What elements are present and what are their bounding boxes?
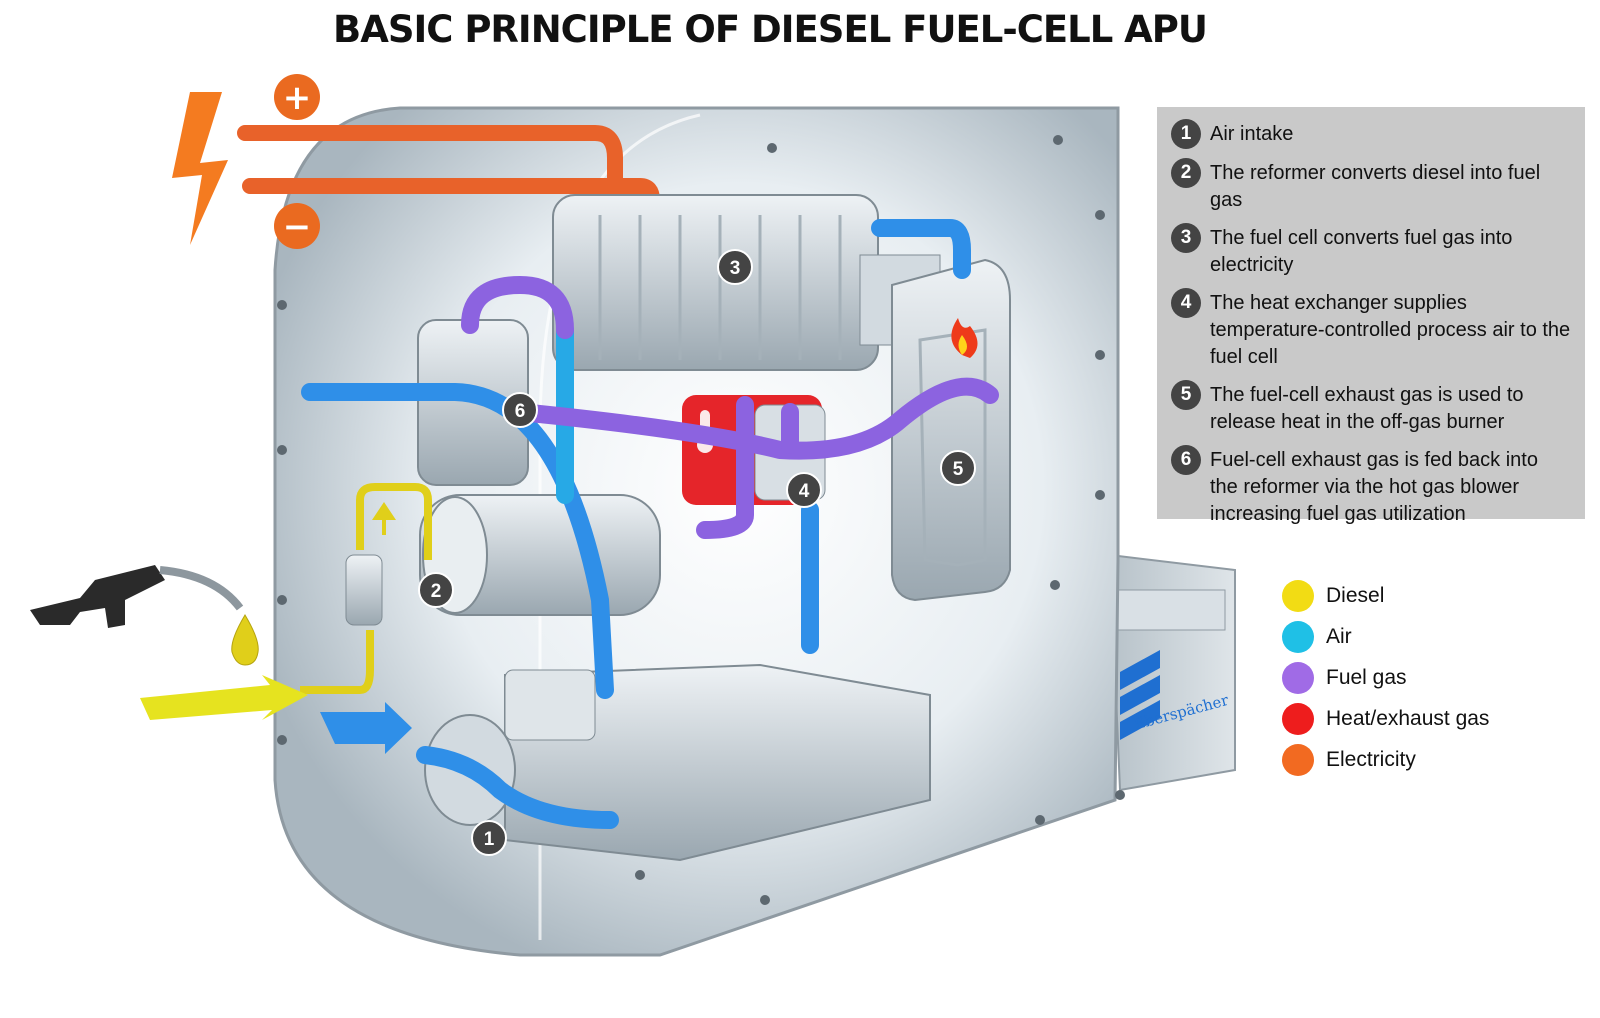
fuel-gas-pipes xyxy=(461,275,999,539)
legend-item: Diesel xyxy=(1282,575,1489,616)
legend-label: Air xyxy=(1326,624,1352,648)
step-description: The fuel cell converts fuel gas into ele… xyxy=(1210,227,1513,276)
negative-terminal-icon: − xyxy=(274,203,320,249)
step-number-badge: 5 xyxy=(1171,380,1201,410)
svg-text:6: 6 xyxy=(515,401,526,422)
svg-text:5: 5 xyxy=(953,459,964,480)
legend-label: Diesel xyxy=(1326,583,1385,607)
step-number-badge: 1 xyxy=(1171,119,1201,149)
page-title: BASIC PRINCIPLE OF DIESEL FUEL-CELL APU xyxy=(333,8,1208,51)
diesel-supply xyxy=(140,483,432,720)
step-5: 5 The fuel-cell exhaust gas is used to re… xyxy=(1171,380,1571,436)
diesel-inlet-arrow xyxy=(140,675,308,720)
housing-screws xyxy=(277,135,1125,905)
step-number-badge: 3 xyxy=(1171,223,1201,253)
marker-5: 5 xyxy=(940,450,976,486)
legend-label: Fuel gas xyxy=(1326,665,1407,689)
step-number-badge: 4 xyxy=(1171,288,1201,318)
legend-item: Electricity xyxy=(1282,739,1489,780)
legend-item: Heat/exhaust gas xyxy=(1282,698,1489,739)
svg-text:3: 3 xyxy=(730,258,741,279)
marker-4: 4 xyxy=(786,472,822,508)
legend-label: Heat/exhaust gas xyxy=(1326,706,1490,730)
eberspacher-logo-icon xyxy=(1120,650,1160,740)
positive-terminal-icon: + xyxy=(274,74,320,120)
legend-swatch xyxy=(1282,743,1314,776)
svg-text:1: 1 xyxy=(484,829,495,850)
fuel-nozzle-icon xyxy=(30,565,259,666)
step-number-badge: 2 xyxy=(1171,158,1201,188)
step-description: Fuel-cell exhaust gas is fed back into t… xyxy=(1210,449,1538,525)
process-steps-panel: 1 Air intake 2 The reformer converts diesel… xyxy=(1157,107,1585,525)
legend-label: Electricity xyxy=(1326,747,1416,771)
reformer xyxy=(419,494,661,616)
flame-icon xyxy=(951,318,978,358)
step-1: 1 Air intake xyxy=(1171,119,1571,149)
step-2: 2 The reformer converts diesel into fuel … xyxy=(1171,158,1571,214)
step-description: The fuel-cell exhaust gas is used to rel… xyxy=(1210,384,1524,433)
step-6: 6 Fuel-cell exhaust gas is fed back into … xyxy=(1171,445,1571,528)
legend-swatch xyxy=(1282,620,1314,653)
step-description: The heat exchanger supplies temperature-… xyxy=(1210,292,1571,368)
legend-item: Fuel gas xyxy=(1282,657,1489,698)
off-gas-burner xyxy=(891,258,1011,602)
marker-6: 6 xyxy=(502,392,538,428)
svg-text:2: 2 xyxy=(431,581,442,602)
step-3: 3 The fuel cell converts fuel gas into el… xyxy=(1171,223,1571,279)
plus-sign: + xyxy=(283,78,312,118)
step-description: The reformer converts diesel into fuel g… xyxy=(1210,162,1541,211)
step-description: Air intake xyxy=(1210,123,1294,145)
step-4: 4 The heat exchanger supplies temperature… xyxy=(1171,288,1571,371)
legend-swatch xyxy=(1282,661,1314,694)
lightning-bolt-icon xyxy=(172,92,228,245)
svg-text:4: 4 xyxy=(799,481,810,502)
step-number-badge: 6 xyxy=(1171,445,1201,475)
marker-1: 1 xyxy=(471,820,507,856)
legend-swatch xyxy=(1282,579,1314,612)
marker-3: 3 xyxy=(717,249,753,285)
minus-sign: − xyxy=(283,207,312,247)
legend-item: Air xyxy=(1282,616,1489,657)
legend-swatch xyxy=(1282,702,1314,735)
diesel-drop-icon xyxy=(231,614,259,666)
air-intake-arrow xyxy=(320,702,412,754)
marker-2: 2 xyxy=(418,572,454,608)
